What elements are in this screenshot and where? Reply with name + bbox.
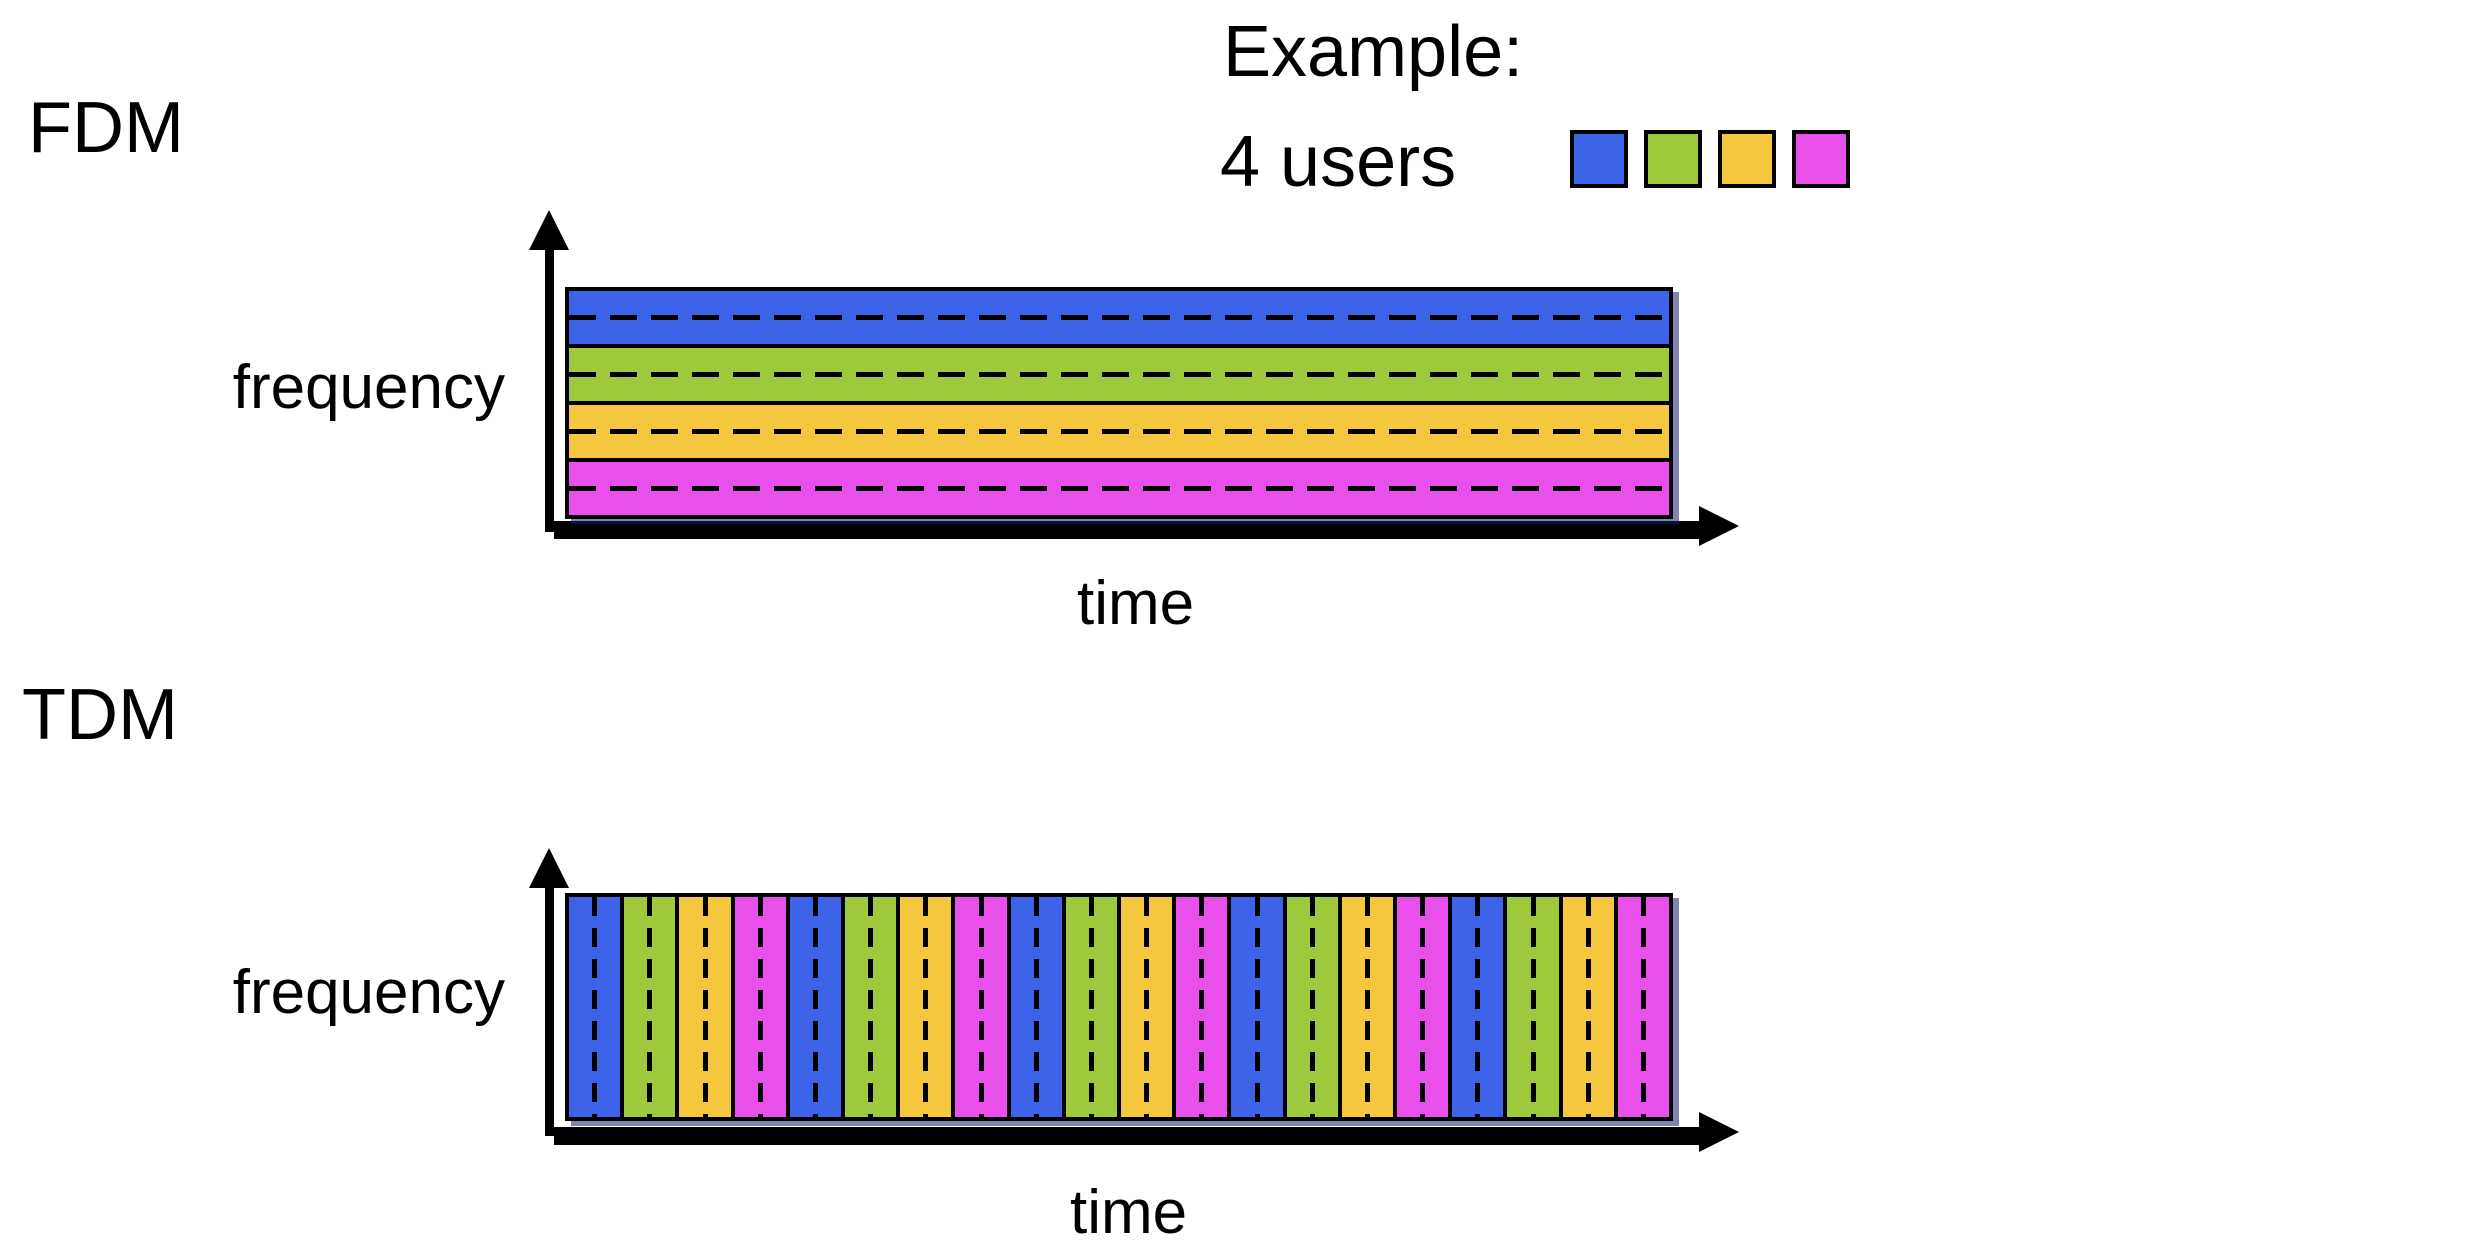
- legend-subtitle: 4 users: [1220, 122, 1457, 202]
- legend-swatches: [1570, 130, 1850, 188]
- fdm-band-blue: [569, 291, 1669, 348]
- tdm-slot-5-blue: [789, 897, 846, 1117]
- legend-swatch-yellow: [1718, 130, 1776, 188]
- tdm-slot-20-magenta: [1617, 897, 1670, 1117]
- tdm-slot-dashed-line: [1199, 897, 1205, 1117]
- tdm-slot-dashed-line: [1254, 897, 1260, 1117]
- tdm-slot-4-magenta: [734, 897, 790, 1117]
- tdm-slot-9-blue: [1010, 897, 1066, 1117]
- tdm-slot-dashed-line: [1144, 897, 1150, 1117]
- fdm-band-dashed-line: [569, 372, 1669, 377]
- tdm-slot-6-green: [845, 897, 901, 1117]
- tdm-slot-10-green: [1065, 897, 1122, 1117]
- tdm-slot-dashed-line: [1475, 897, 1481, 1117]
- tdm-slot-15-yellow: [1341, 897, 1398, 1117]
- tdm-slot-12-magenta: [1176, 897, 1232, 1117]
- tdm-slot-dashed-line: [592, 897, 598, 1117]
- tdm-y-axis-line: [545, 880, 554, 1136]
- tdm-slot-7-yellow: [900, 897, 956, 1117]
- tdm-slot-8-magenta: [955, 897, 1011, 1117]
- fdm-band-dashed-line: [569, 429, 1669, 434]
- tdm-slot-dashed-line: [923, 897, 929, 1117]
- tdm-slot-dashed-line: [1420, 897, 1426, 1117]
- tdm-slot-dashed-line: [1530, 897, 1536, 1117]
- legend-swatch-blue: [1570, 130, 1628, 188]
- fdm-title: FDM: [28, 88, 184, 168]
- tdm-slot-dashed-line: [812, 897, 818, 1117]
- tdm-slot-dashed-line: [702, 897, 708, 1117]
- tdm-slot-dashed-line: [1309, 897, 1315, 1117]
- tdm-slot-2-green: [624, 897, 680, 1117]
- tdm-slot-dashed-line: [1364, 897, 1370, 1117]
- tdm-slot-1-blue: [569, 897, 625, 1117]
- tdm-frequency-axis-label: frequency: [232, 958, 505, 1027]
- fdm-band-green: [569, 348, 1669, 405]
- tdm-slot-19-yellow: [1562, 897, 1618, 1117]
- legend-swatch-magenta: [1792, 130, 1850, 188]
- tdm-slot-dashed-line: [647, 897, 653, 1117]
- fdm-band-dashed-line: [569, 486, 1669, 491]
- fdm-y-axis-line: [545, 240, 554, 532]
- tdm-slot-dashed-line: [1585, 897, 1591, 1117]
- fdm-time-axis-label: time: [1077, 569, 1195, 638]
- legend-title: Example:: [1223, 12, 1524, 92]
- tdm-slot-16-magenta: [1397, 897, 1453, 1117]
- tdm-slot-dashed-line: [1640, 897, 1646, 1117]
- fdm-band-dashed-line: [569, 315, 1669, 320]
- tdm-slot-dashed-line: [868, 897, 874, 1117]
- tdm-title: TDM: [22, 675, 178, 755]
- tdm-time-slots-block: [565, 893, 1673, 1121]
- fdm-y-axis-arrowhead-icon: [529, 210, 569, 250]
- tdm-slot-13-blue: [1231, 897, 1287, 1117]
- tdm-x-axis-arrowhead-icon: [1699, 1112, 1739, 1152]
- tdm-y-axis-arrowhead-icon: [529, 848, 569, 888]
- tdm-slot-dashed-line: [978, 897, 984, 1117]
- fdm-x-axis-line: [546, 521, 1704, 530]
- tdm-slot-dashed-line: [1033, 897, 1039, 1117]
- legend-swatch-green: [1644, 130, 1702, 188]
- tdm-slot-dashed-line: [757, 897, 763, 1117]
- tdm-x-axis-line: [546, 1127, 1704, 1136]
- fdm-frequency-bands-block: [565, 287, 1673, 519]
- tdm-time-axis-label: time: [1070, 1178, 1188, 1247]
- fdm-band-yellow: [569, 405, 1669, 462]
- tdm-slot-18-green: [1507, 897, 1563, 1117]
- fdm-band-magenta: [569, 462, 1669, 515]
- fdm-x-axis-arrowhead-icon: [1699, 506, 1739, 546]
- tdm-slot-3-yellow: [679, 897, 735, 1117]
- tdm-slot-11-yellow: [1121, 897, 1177, 1117]
- tdm-slot-dashed-line: [1088, 897, 1094, 1117]
- fdm-frequency-axis-label: frequency: [232, 353, 505, 422]
- tdm-slot-14-green: [1286, 897, 1342, 1117]
- tdm-slot-17-blue: [1452, 897, 1508, 1117]
